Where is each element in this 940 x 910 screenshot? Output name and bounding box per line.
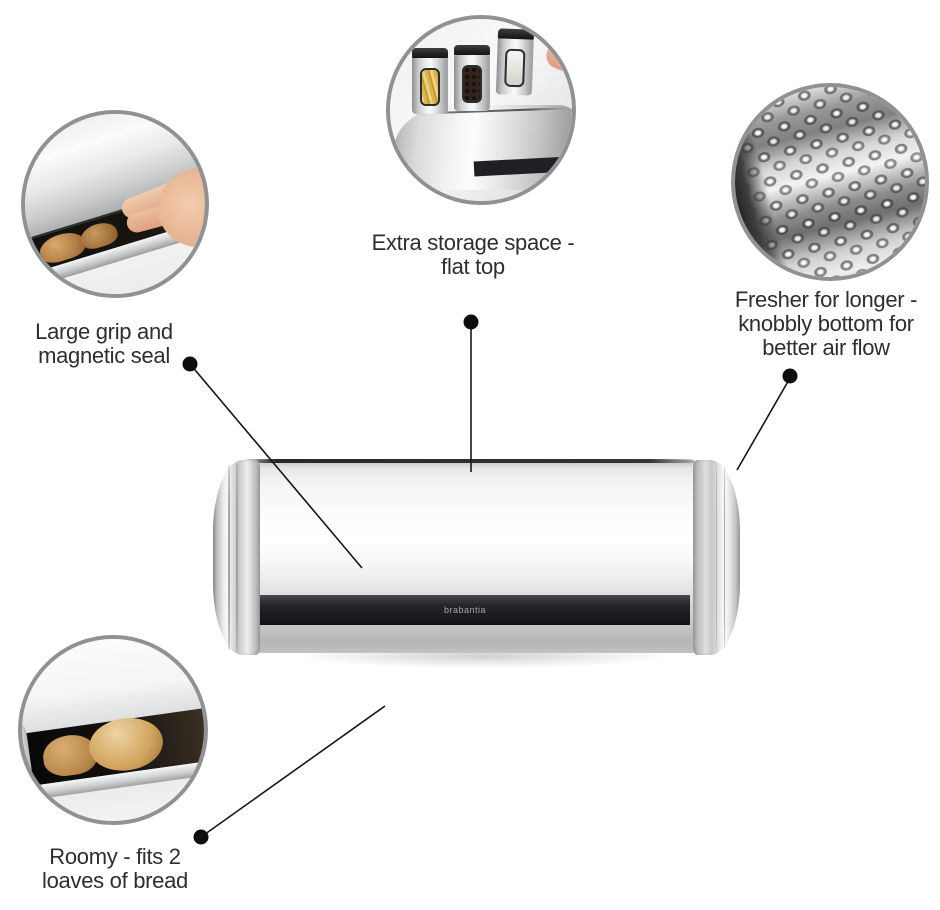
connector-dot-storage — [463, 314, 479, 330]
canister-pasta — [411, 48, 449, 114]
callout-label-knobbly: Fresher for longer - knobbly bottom for … — [724, 288, 928, 360]
canister-window — [504, 48, 526, 87]
label-line: magnetic seal — [38, 343, 170, 368]
canister-lid — [411, 48, 449, 58]
bread-bin-left-cap — [213, 460, 260, 655]
label-line: loaves of bread — [42, 868, 188, 893]
connector-dot-knobbly — [782, 368, 798, 384]
label-line: Extra storage space - — [371, 230, 575, 255]
callout-photo-grip — [21, 110, 209, 298]
hand-reaching — [542, 30, 572, 75]
bread-bin-handle-band: brabantia — [240, 595, 690, 625]
canister-lid — [453, 45, 491, 56]
callout-photo-roomy — [18, 635, 208, 825]
callout-label-grip: Large grip and magnetic seal — [9, 320, 199, 368]
roomy-photo — [22, 639, 204, 821]
knobbly-photo — [735, 87, 925, 277]
canister-window — [420, 67, 440, 106]
connector-dot-roomy — [193, 829, 209, 845]
bread-bin-small — [393, 104, 572, 191]
connector-line-knobbly — [736, 377, 791, 471]
brabantia-logo: brabantia — [443, 605, 487, 615]
callout-photo-storage — [386, 15, 576, 205]
bread-bin-right-cap — [693, 460, 740, 655]
bread-bin-product-photo: brabantia — [213, 459, 752, 673]
canister-coffee — [453, 45, 491, 111]
canister-window — [462, 65, 482, 103]
callout-label-storage: Extra storage space - flat top — [371, 231, 575, 279]
bread-bin-opening-seam — [245, 459, 694, 463]
callout-label-roomy: Roomy - fits 2 loaves of bread — [13, 845, 217, 893]
canister-lid — [498, 28, 535, 40]
label-line: Large grip and — [35, 319, 173, 344]
label-line: knobbly bottom for — [738, 311, 914, 336]
label-line: flat top — [441, 254, 505, 279]
canister-marshmallow — [496, 28, 535, 96]
roomy-photo-rotated-scene — [22, 639, 204, 821]
storage-photo — [390, 19, 572, 201]
label-line: Fresher for longer - — [734, 287, 918, 312]
label-line: better air flow — [762, 335, 890, 360]
callout-photo-knobbly-bottom — [731, 83, 929, 281]
connector-line-roomy — [200, 705, 386, 838]
label-line: Roomy - fits 2 — [49, 844, 181, 869]
grip-photo — [25, 114, 205, 294]
